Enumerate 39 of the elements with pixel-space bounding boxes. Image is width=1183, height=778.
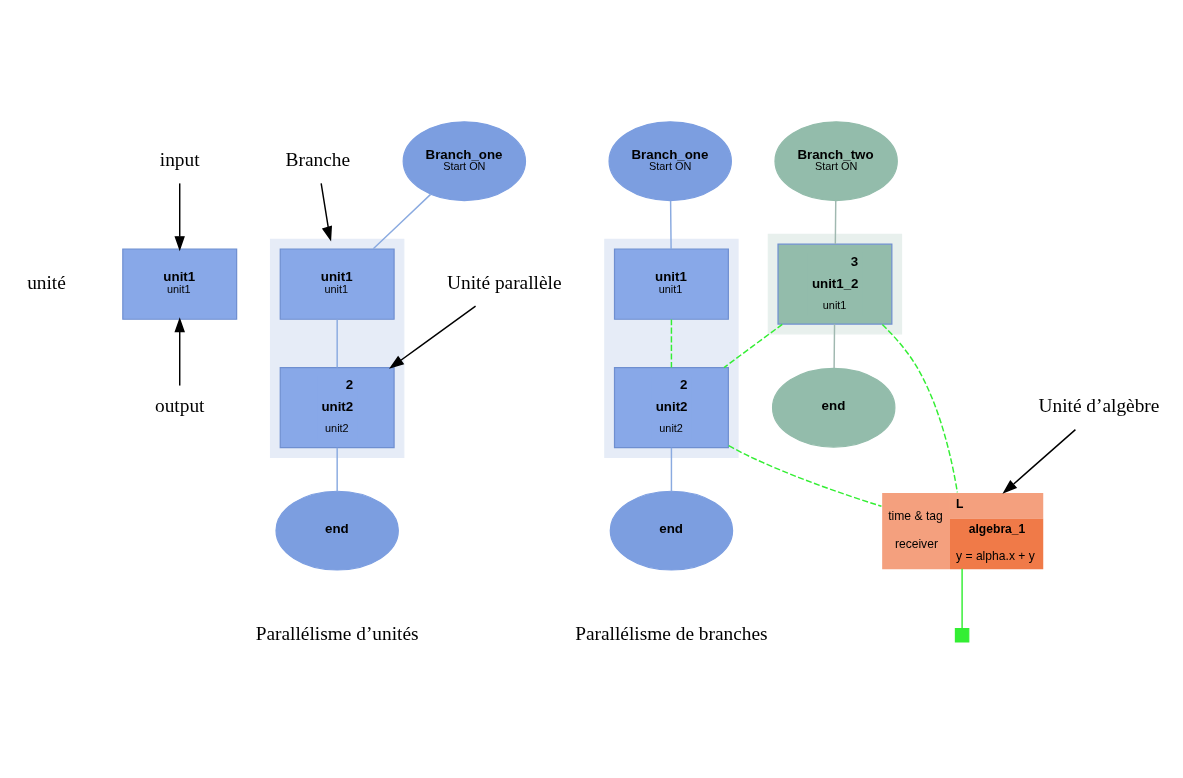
node-text: input (159, 148, 200, 170)
cluster (604, 238, 739, 458)
node-box: unit1 unit1 (122, 247, 238, 320)
node-box: unit1 unit1 (613, 247, 729, 320)
arrow (389, 304, 477, 369)
connector (669, 199, 672, 250)
node-box: 2 unit2 unit2 (279, 366, 395, 448)
node-ellipse: Branch_one Start ON (608, 120, 732, 201)
connector (833, 323, 836, 369)
connector (670, 318, 673, 368)
arrow (320, 182, 332, 241)
node-text: Unité parallèle (447, 271, 562, 293)
node-text: Branche (285, 148, 351, 170)
connector (336, 318, 338, 368)
node-text: Unité d’algèbre (1038, 394, 1160, 416)
node-ellipse: Branch_two Start ON (774, 120, 898, 201)
node-text: output (154, 394, 205, 416)
label: unité (27, 271, 66, 293)
node-ellipse: end (275, 490, 399, 571)
connector (372, 193, 432, 249)
node-box: 3 unit1_2 unit1 (777, 243, 893, 325)
connector (336, 446, 338, 492)
node-ellipse: end (771, 367, 896, 448)
cluster (767, 233, 903, 334)
node-box: unit1 unit1 (279, 247, 395, 320)
connector (670, 446, 673, 492)
node-box (954, 627, 970, 643)
connector (723, 323, 784, 368)
arrow (1002, 428, 1077, 494)
arrow (174, 182, 185, 251)
arrow (174, 316, 185, 386)
node-ellipse: end (609, 490, 734, 571)
label: Parallélisme d’unités (255, 622, 419, 644)
connector (727, 444, 883, 507)
node-ellipse: Branch_one Start ON (402, 120, 527, 201)
label: Parallélisme de branches (575, 622, 768, 644)
connector (961, 567, 963, 629)
connector (834, 199, 837, 245)
node-box: 2 unit2 unit2 (613, 366, 729, 448)
